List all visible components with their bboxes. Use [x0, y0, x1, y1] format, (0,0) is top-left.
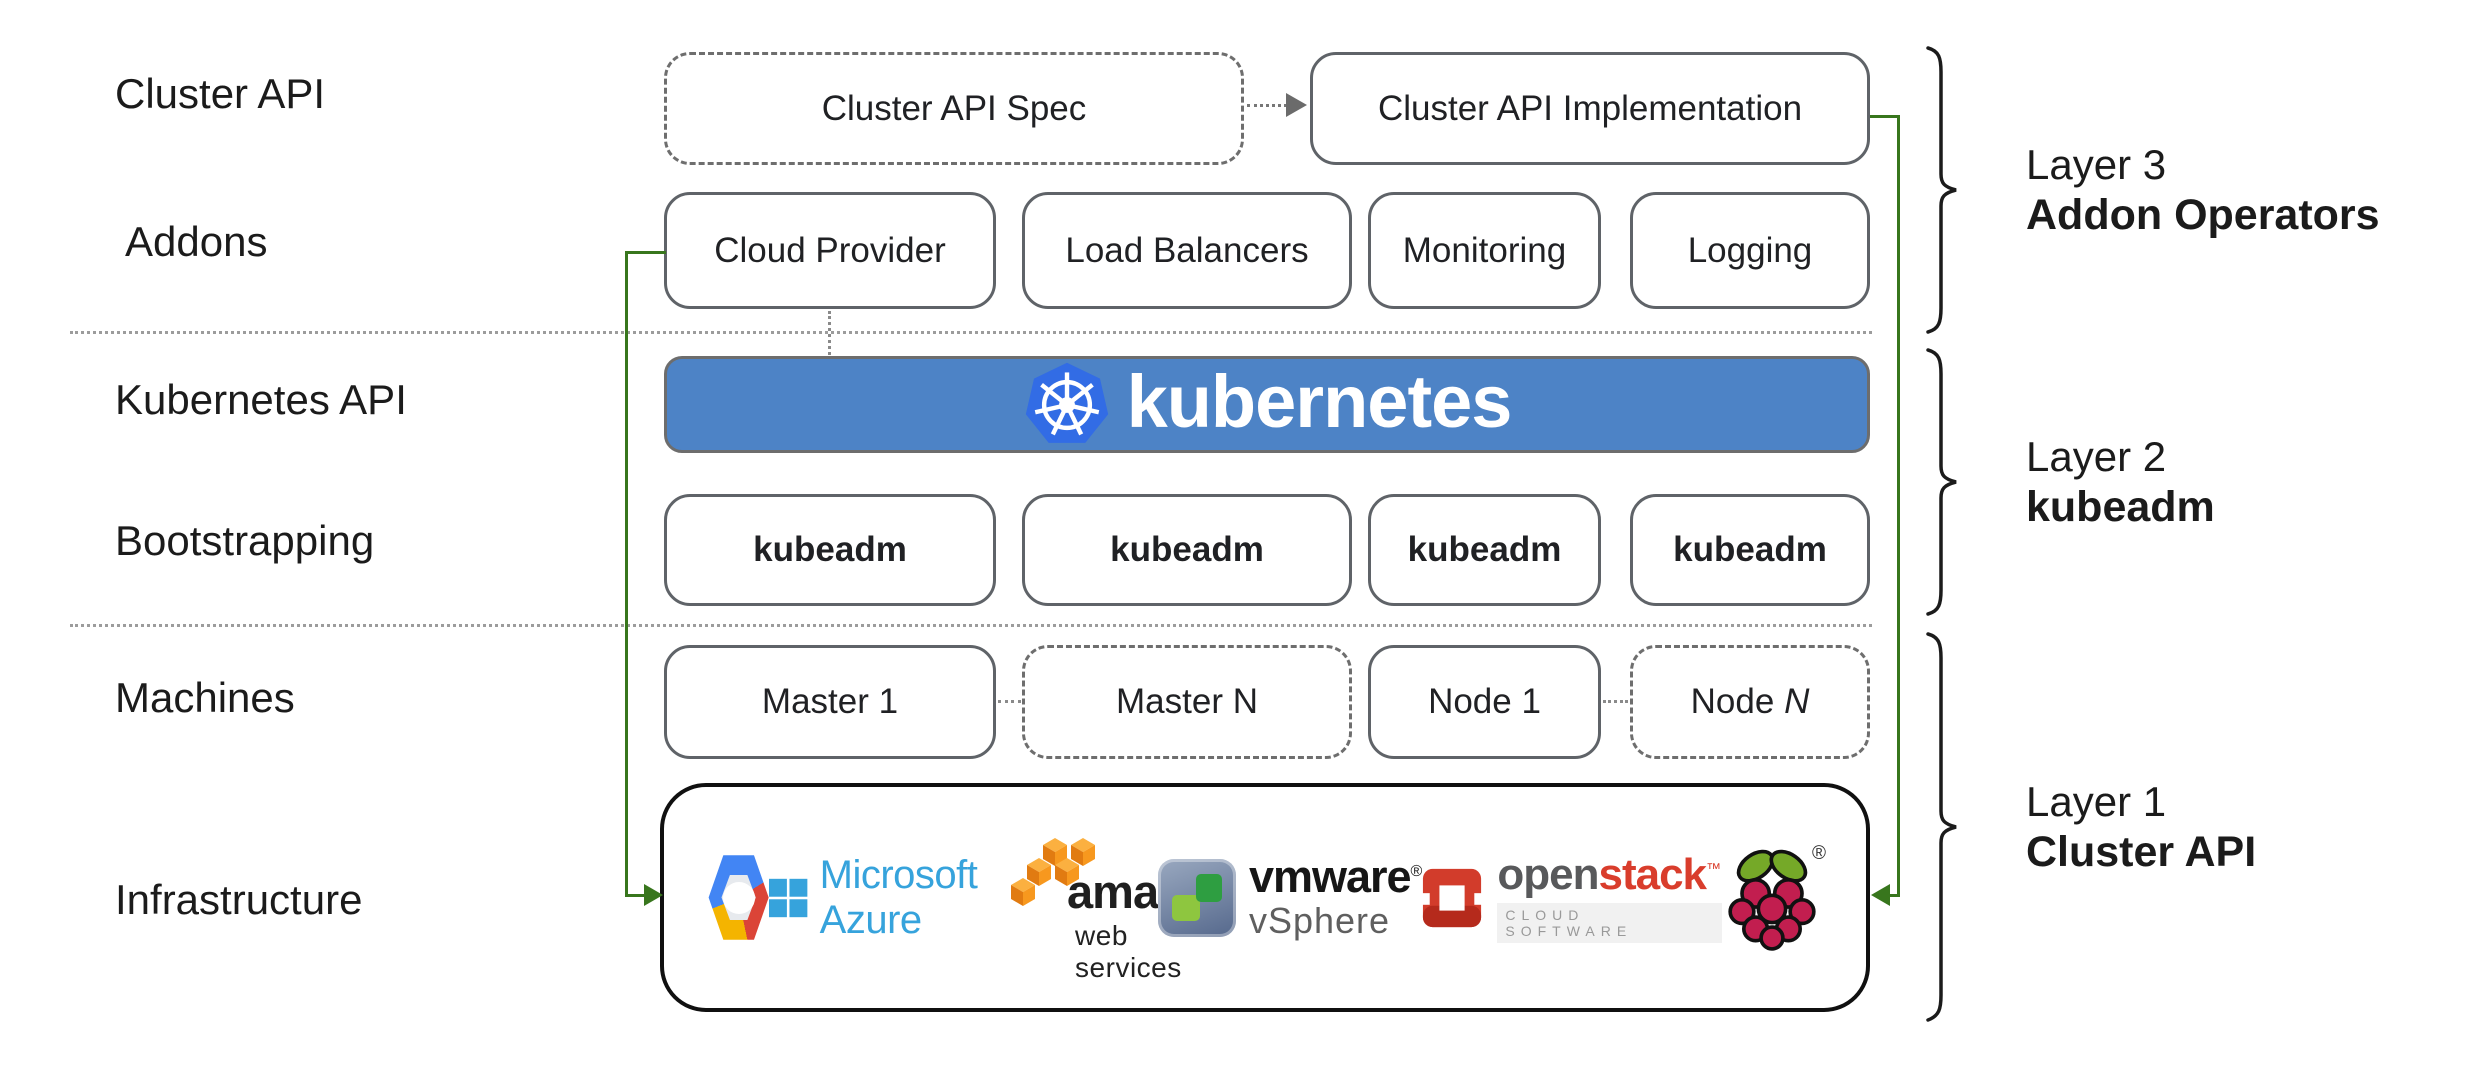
layer2-title: Layer 2 [2026, 433, 2167, 480]
logging-label: Logging [1687, 230, 1813, 270]
layer1-title: Layer 1 [2026, 778, 2167, 825]
master-1-box: Master 1 [664, 645, 996, 759]
row-label-addons: Addons [125, 218, 268, 265]
cloud-provider-box: Cloud Provider [664, 192, 996, 309]
vmware-icon [1157, 858, 1236, 937]
green-line-implementation-stub [1870, 115, 1900, 118]
cloud-provider-label: Cloud Provider [714, 230, 946, 270]
green-line-left-vertical [625, 251, 628, 897]
layer2-label: Layer 2 kubeadm [2026, 432, 2215, 532]
logging-box: Logging [1630, 192, 1870, 309]
openstack-cloud-software-label: CLOUD SOFTWARE [1497, 902, 1722, 943]
infrastructure-box: Microsoft Azure amazon web services vmwa… [660, 783, 1870, 1012]
green-line-left-bottom-stub [625, 894, 645, 897]
aws-cubes-icon [1011, 837, 1096, 906]
cluster-api-spec-label: Cluster API Spec [821, 88, 1087, 128]
node-1-label: Node 1 [1428, 682, 1541, 721]
green-line-cloudprovider-stub [625, 251, 666, 254]
raspberry-pi-registered-mark: ® [1812, 842, 1826, 864]
master-1-label: Master 1 [761, 682, 899, 721]
master-n-label: Master N [1116, 682, 1258, 721]
master-n-box: Master N [1022, 645, 1352, 759]
openstack-open-label: open [1497, 849, 1599, 899]
layer1-subtitle: Cluster API [2026, 828, 2257, 876]
load-balancers-label: Load Balancers [1065, 230, 1309, 270]
kubeadm-label: kubeadm [1673, 530, 1827, 569]
kubeadm-box-4: kubeadm [1630, 494, 1870, 606]
web-services-label: web services [1075, 919, 1182, 983]
vmware-label: vmware [1248, 850, 1412, 902]
vsphere-label: vSphere [1248, 900, 1391, 942]
microsoft-window-icon [769, 878, 808, 917]
row-label-bootstrapping: Bootstrapping [115, 517, 375, 564]
row-label-kubernetes-api: Kubernetes API [115, 376, 407, 423]
row-label-cluster-api: Cluster API [115, 70, 326, 117]
layer2-subtitle: kubeadm [2026, 483, 2215, 531]
separator-layer2-layer1 [70, 624, 1872, 627]
layer1-label: Layer 1 Cluster API [2026, 777, 2256, 877]
monitoring-label: Monitoring [1402, 230, 1567, 270]
vmware-registered-mark: ® [1410, 862, 1423, 880]
kubeadm-box-2: kubeadm [1022, 494, 1352, 606]
layer1-brace [1926, 632, 1957, 1022]
cluster-api-implementation-label: Cluster API Implementation [1377, 88, 1803, 128]
kubernetes-logo-icon [1025, 362, 1108, 443]
monitoring-box: Monitoring [1368, 192, 1601, 309]
master1-to-masterN-dotted-line [998, 700, 1021, 703]
layer2-brace [1926, 348, 1957, 616]
spec-to-implementation-arrowhead-icon [1286, 93, 1307, 117]
spec-to-implementation-dotted-line [1247, 104, 1287, 107]
microsoft-azure-logo: Microsoft Azure [769, 853, 997, 943]
layer3-subtitle: Addon Operators [2026, 191, 2380, 239]
google-cloud-icon [708, 854, 769, 942]
azure-label: Microsoft Azure [819, 852, 978, 942]
green-line-right-vertical [1897, 115, 1900, 897]
kubeadm-label: kubeadm [1407, 530, 1562, 569]
kubernetes-banner: kubernetes [664, 356, 1870, 453]
kubeadm-box-3: kubeadm [1368, 494, 1601, 606]
kubeadm-box-1: kubeadm [664, 494, 996, 606]
row-label-machines: Machines [115, 674, 295, 721]
openstack-logo: openstack™ CLOUD SOFTWARE [1421, 849, 1722, 943]
node-n-box: Node N [1630, 645, 1870, 759]
cluster-api-implementation-box: Cluster API Implementation [1310, 52, 1870, 165]
layer3-label: Layer 3 Addon Operators [2026, 140, 2380, 240]
raspberry-pi-logo: ® [1722, 839, 1826, 957]
green-arrowhead-into-infrastructure-right-icon [1871, 884, 1890, 906]
node-n-label: Node N [1690, 682, 1810, 721]
green-arrowhead-into-infrastructure-left-icon [644, 884, 663, 906]
openstack-icon [1421, 868, 1484, 927]
openstack-trademark: ™ [1706, 859, 1721, 877]
raspberry-pi-icon [1728, 849, 1816, 951]
aws-logo: amazon web services [997, 837, 1237, 983]
load-balancers-box: Load Balancers [1022, 192, 1352, 309]
green-line-right-bottom-stub [1889, 894, 1900, 897]
openstack-stack-label: stack [1598, 849, 1707, 899]
layer3-brace [1926, 46, 1957, 334]
kubeadm-label: kubeadm [1110, 530, 1264, 569]
row-label-infrastructure: Infrastructure [115, 876, 363, 923]
kubeadm-label: kubeadm [753, 530, 907, 569]
vmware-vsphere-logo: vmware® vSphere [1157, 850, 1423, 942]
separator-layer3-layer2 [70, 331, 1872, 334]
kubernetes-wordmark: kubernetes [1126, 359, 1513, 443]
cloud-provider-to-kubernetes-dotted-line [828, 311, 831, 355]
node-1-box: Node 1 [1368, 645, 1601, 759]
cluster-api-spec-box: Cluster API Spec [664, 52, 1244, 165]
layer3-title: Layer 3 [2026, 141, 2167, 188]
node1-to-nodeN-dotted-line [1603, 700, 1628, 703]
